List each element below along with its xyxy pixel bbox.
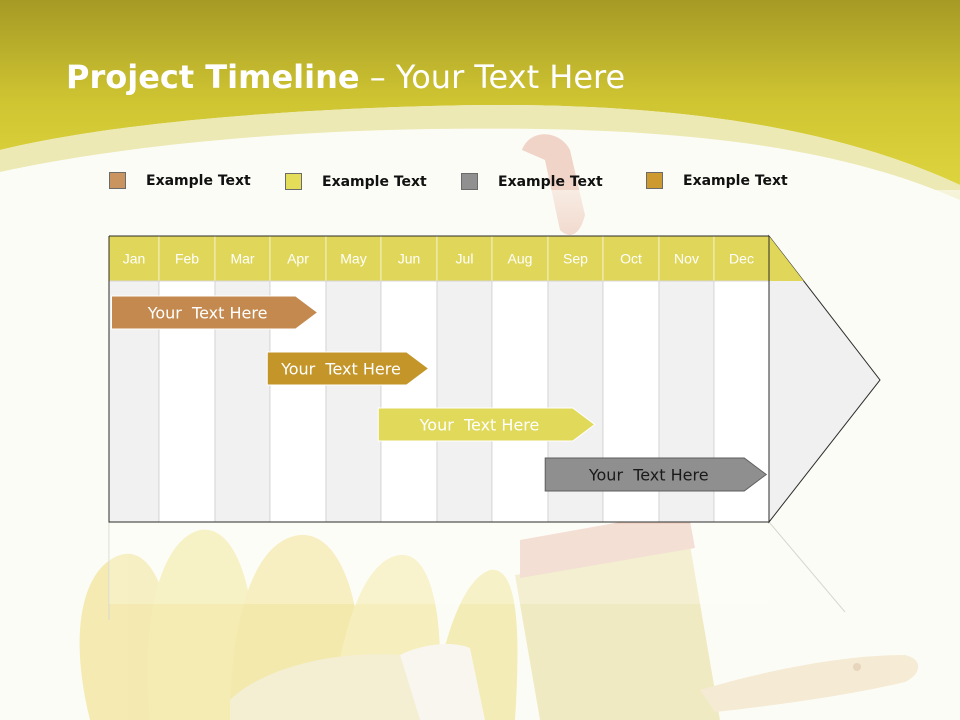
month-header-aug <box>491 235 549 282</box>
task-bar-3 <box>377 407 596 442</box>
task-label-3: Your Text Here <box>419 416 540 435</box>
slide-title: Project Timeline – Your Text Here <box>66 58 625 96</box>
month-label-nov: Nov <box>674 251 699 267</box>
task-label-1: Your Text Here <box>147 304 268 323</box>
legend-label-2: Example Text <box>322 174 427 190</box>
month-column-jul <box>436 280 493 523</box>
month-label-may: May <box>340 251 366 267</box>
month-label-jul: Jul <box>456 251 474 267</box>
month-header-jun <box>380 235 438 282</box>
month-label-mar: Mar <box>230 251 254 267</box>
month-column-may <box>325 280 382 523</box>
timeline-arrow-header <box>769 236 804 281</box>
task-label-4: Your Text Here <box>588 466 709 485</box>
month-header-may <box>325 235 382 282</box>
legend-swatch-4 <box>646 172 663 189</box>
month-label-feb: Feb <box>175 251 199 267</box>
task-bar-4 <box>544 457 768 492</box>
month-label-jan: Jan <box>123 251 146 267</box>
legend-swatch-3 <box>461 173 478 190</box>
header-wave-light <box>0 104 960 200</box>
month-label-apr: Apr <box>287 251 309 267</box>
month-label-aug: Aug <box>508 251 533 267</box>
task-bar-2 <box>266 351 430 386</box>
month-header-jul <box>436 235 493 282</box>
month-label-jun: Jun <box>398 251 421 267</box>
task-bar-1 <box>111 295 319 330</box>
paint-brushes-and-gloves-icon <box>79 134 919 720</box>
month-header-sep <box>547 235 604 282</box>
month-header-mar <box>214 235 271 282</box>
month-column-jun <box>380 280 438 523</box>
timeline-reflection <box>108 521 846 620</box>
title-bold: Project Timeline <box>66 58 360 96</box>
title-rest: – Your Text Here <box>359 58 626 96</box>
timeline-frame <box>108 235 770 523</box>
task-label-2: Your Text Here <box>280 360 401 379</box>
month-header-apr <box>269 235 327 282</box>
legend-label-1: Example Text <box>146 173 251 189</box>
month-column-aug <box>491 280 549 523</box>
header-band <box>0 0 960 185</box>
month-header-jan <box>108 235 160 282</box>
month-label-dec: Dec <box>729 251 754 267</box>
month-label-oct: Oct <box>620 251 642 267</box>
legend-swatch-1 <box>109 172 126 189</box>
legend-label-4: Example Text <box>683 173 788 189</box>
legend-swatch-2 <box>285 173 302 190</box>
month-header-feb <box>158 235 216 282</box>
timeline-reflection-fill <box>109 524 769 604</box>
legend-label-3: Example Text <box>498 174 603 190</box>
month-label-sep: Sep <box>563 251 588 267</box>
